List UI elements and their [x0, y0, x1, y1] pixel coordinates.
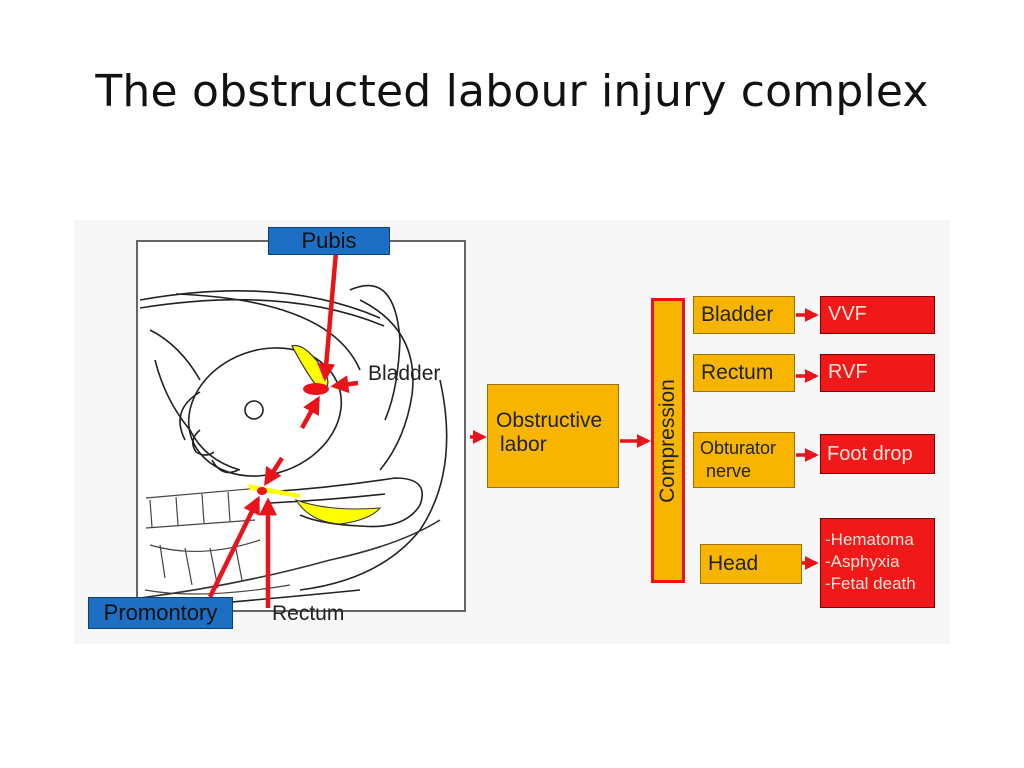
head-box: Head [700, 544, 802, 584]
slide-title: The obstructed labour injury complex [95, 66, 929, 117]
anatomy-illustration-frame [136, 240, 466, 612]
promontory-label: Promontory [88, 597, 233, 629]
rectum-box: Rectum [693, 354, 795, 392]
bladder-label: Bladder [368, 362, 441, 385]
asphyxia-item: -Asphyxia [825, 552, 900, 572]
obstructive-labor-line-2: labor [500, 433, 547, 457]
obturator-line-2: nerve [706, 460, 752, 481]
pubis-label: Pubis [268, 227, 390, 255]
hematoma-item: -Hematoma [825, 530, 914, 549]
rvf-box: RVF [820, 354, 935, 392]
head-effects-box: -Hematoma -Asphyxia -Fetal death [820, 518, 935, 608]
compression-bar: Compression [651, 298, 685, 583]
compression-label: Compression [656, 378, 679, 503]
rectum-label: Rectum [272, 602, 345, 625]
foot-drop-box: Foot drop [820, 434, 935, 474]
obstructive-labor-line-1: Obstructive [496, 409, 603, 432]
obstructive-labor-box: Obstructive labor [487, 384, 619, 488]
vvf-box: VVF [820, 296, 935, 334]
obturator-nerve-box: Obturator nerve [693, 432, 795, 488]
obturator-line-1: Obturator [700, 438, 777, 458]
bladder-box: Bladder [693, 296, 795, 334]
fetal-death-item: -Fetal death [825, 574, 916, 594]
